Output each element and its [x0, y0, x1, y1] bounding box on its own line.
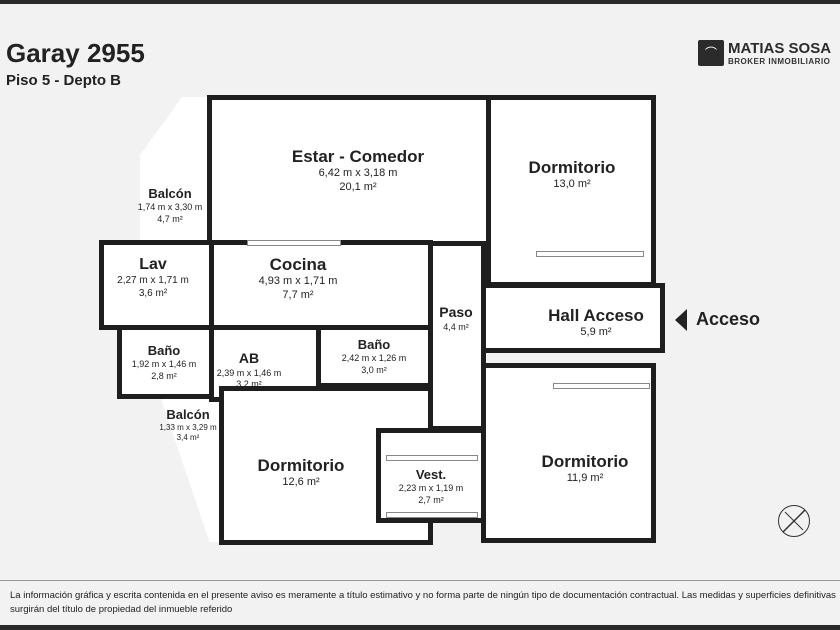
access-label: Acceso — [696, 309, 761, 329]
access-arrow-icon — [675, 309, 687, 331]
logo-mark-icon: ⌒ — [698, 40, 724, 66]
compass-icon — [778, 505, 810, 537]
bottom-bar — [0, 625, 840, 630]
room-hall — [481, 283, 665, 353]
window — [247, 240, 341, 246]
room-dormitorio-3 — [481, 363, 656, 543]
window — [386, 455, 478, 461]
top-bar — [0, 0, 840, 4]
room-vestidor — [376, 428, 486, 523]
property-subtitle: Piso 5 - Depto B — [6, 72, 122, 89]
divider — [0, 580, 840, 581]
broker-logo: ⌒ MATIAS SOSA BROKER INMOBILIARIO — [698, 40, 831, 66]
window — [536, 251, 644, 257]
room-paso — [428, 241, 486, 431]
room-bano-2 — [316, 325, 433, 388]
disclaimer: La información gráfica y escrita conteni… — [10, 590, 836, 615]
logo-tagline: BROKER INMOBILIARIO — [728, 57, 831, 66]
room-bano-1 — [117, 325, 214, 399]
window — [386, 512, 478, 518]
window — [553, 383, 650, 389]
property-title: Garay 2955 — [6, 38, 145, 68]
logo-name: MATIAS SOSA — [728, 40, 832, 57]
